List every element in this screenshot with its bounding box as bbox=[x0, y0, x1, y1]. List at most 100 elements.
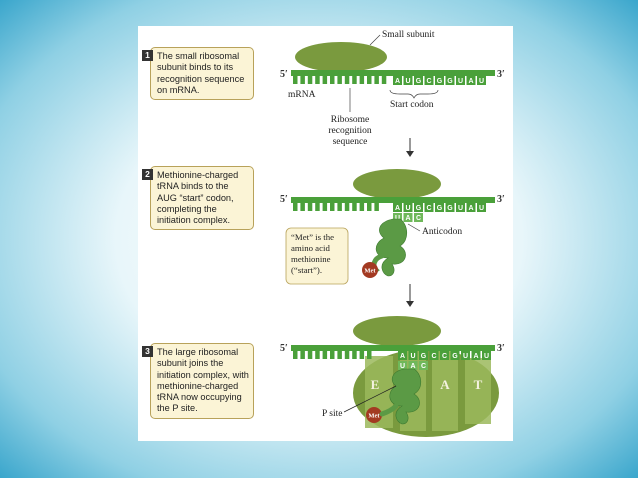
nucleotide bbox=[322, 76, 328, 84]
start-codon-bracket bbox=[389, 89, 439, 99]
met-callout-line4: (“start”). bbox=[291, 265, 322, 275]
step-1-number: 1 bbox=[142, 50, 153, 61]
codon-base: G bbox=[447, 205, 453, 212]
met-callout-line1: “Met” is the bbox=[291, 232, 334, 242]
codon-base-box bbox=[403, 203, 413, 212]
step-3-box: 3 The large ribosomal subunit joins the … bbox=[142, 343, 254, 419]
nucleotide bbox=[352, 76, 357, 84]
codon-base: U bbox=[484, 353, 489, 360]
codon-base-box bbox=[398, 351, 407, 360]
small-subunit-3 bbox=[353, 316, 441, 346]
nucleotide bbox=[300, 76, 305, 84]
mrna-nucleotides-2 bbox=[293, 203, 379, 211]
anticodon-label: Anticodon bbox=[422, 227, 462, 237]
codon-base: U bbox=[458, 78, 463, 85]
small-subunit-2 bbox=[353, 169, 441, 199]
step-1-text: The small ribosomal subunit binds to its… bbox=[157, 51, 245, 95]
codon-base-box bbox=[477, 203, 486, 212]
nucleotide bbox=[322, 351, 328, 359]
met-callout-box bbox=[285, 227, 349, 285]
anticodon-base: C bbox=[416, 215, 421, 222]
nucleotide bbox=[352, 351, 357, 359]
codon-base: A bbox=[468, 205, 473, 212]
codon-base-box bbox=[471, 351, 481, 360]
nucleotide bbox=[315, 76, 320, 84]
recognition-label-line1: Ribosome bbox=[331, 115, 370, 125]
nucleotide bbox=[315, 351, 320, 359]
codon-base: A bbox=[468, 78, 473, 85]
trna-2 bbox=[375, 218, 408, 277]
codon-base-box bbox=[456, 203, 465, 212]
a-site-label: A bbox=[440, 377, 450, 392]
codon-base: U bbox=[405, 205, 410, 212]
codon-base: G bbox=[421, 353, 427, 360]
codon-base: U bbox=[410, 353, 415, 360]
three-prime-label-1: 3′ bbox=[497, 69, 505, 80]
nucleotide bbox=[367, 203, 372, 211]
codon-base: C bbox=[442, 353, 447, 360]
step-3-text: The large ribosomal subunit joins the in… bbox=[157, 347, 249, 414]
five-prime-label-2: 5′ bbox=[280, 194, 288, 205]
codon-base: U bbox=[405, 78, 410, 85]
figure-panel: 1 The small ribosomal subunit binds to i… bbox=[138, 26, 513, 441]
mrna-strand-3 bbox=[291, 345, 495, 351]
met-callout-line2: amino acid bbox=[291, 243, 330, 253]
p-site-label: P site bbox=[322, 409, 343, 419]
codon-base-box bbox=[466, 76, 476, 85]
codon-base-box bbox=[419, 351, 428, 360]
nucleotide bbox=[300, 351, 305, 359]
nucleotide bbox=[293, 351, 298, 359]
anticodon-base-box bbox=[403, 213, 413, 222]
e-site-label: E bbox=[371, 377, 380, 392]
nucleotide bbox=[367, 351, 372, 359]
codon-base: G bbox=[447, 78, 453, 85]
nucleotide bbox=[344, 203, 350, 211]
codon-base-box bbox=[482, 351, 491, 360]
codon-base-box bbox=[414, 203, 423, 212]
codon-base: C bbox=[431, 353, 436, 360]
t-site bbox=[465, 358, 491, 424]
nucleotide bbox=[374, 203, 379, 211]
codon-base: U bbox=[463, 353, 468, 360]
mrna-nucleotides-1 bbox=[293, 76, 387, 84]
codon-base: G bbox=[416, 78, 422, 85]
codon-base-box bbox=[408, 351, 418, 360]
nucleotide bbox=[300, 203, 305, 211]
small-subunit-label: Small subunit bbox=[382, 30, 435, 40]
mrna-strand-1 bbox=[291, 70, 495, 76]
nucleotide bbox=[344, 351, 350, 359]
nucleotide bbox=[352, 203, 357, 211]
step-2-number: 2 bbox=[142, 169, 153, 180]
three-prime-label-3: 3′ bbox=[497, 343, 505, 354]
anticodon-base-box bbox=[398, 361, 407, 370]
five-prime-label-1: 5′ bbox=[280, 69, 288, 80]
anticodon-base-box bbox=[408, 361, 418, 370]
step-3-number: 3 bbox=[142, 346, 153, 357]
nucleotide bbox=[337, 203, 342, 211]
a-site bbox=[432, 351, 458, 431]
t-site-label: T bbox=[474, 377, 483, 392]
nucleotide bbox=[381, 76, 387, 84]
codon-base: A bbox=[395, 78, 400, 85]
nucleotide bbox=[374, 76, 379, 84]
anticodon-base-box bbox=[414, 213, 423, 222]
met-label-3: Met bbox=[368, 413, 380, 420]
codon-base: A bbox=[400, 353, 405, 360]
codon-base-box bbox=[450, 351, 460, 360]
codon-base: U bbox=[479, 205, 484, 212]
step-2-box: 2 Methionine-charged tRNA binds to the A… bbox=[142, 166, 254, 231]
anticodon-base: A bbox=[410, 363, 415, 370]
recognition-label-line2: recognition bbox=[328, 126, 372, 136]
mrna-strand-2 bbox=[291, 197, 495, 203]
codon-base-box bbox=[466, 203, 476, 212]
nucleotide bbox=[337, 76, 342, 84]
codon-base: A bbox=[473, 353, 478, 360]
codon-base-box bbox=[445, 203, 455, 212]
codon-base-box bbox=[429, 351, 439, 360]
small-subunit-1 bbox=[295, 42, 387, 72]
